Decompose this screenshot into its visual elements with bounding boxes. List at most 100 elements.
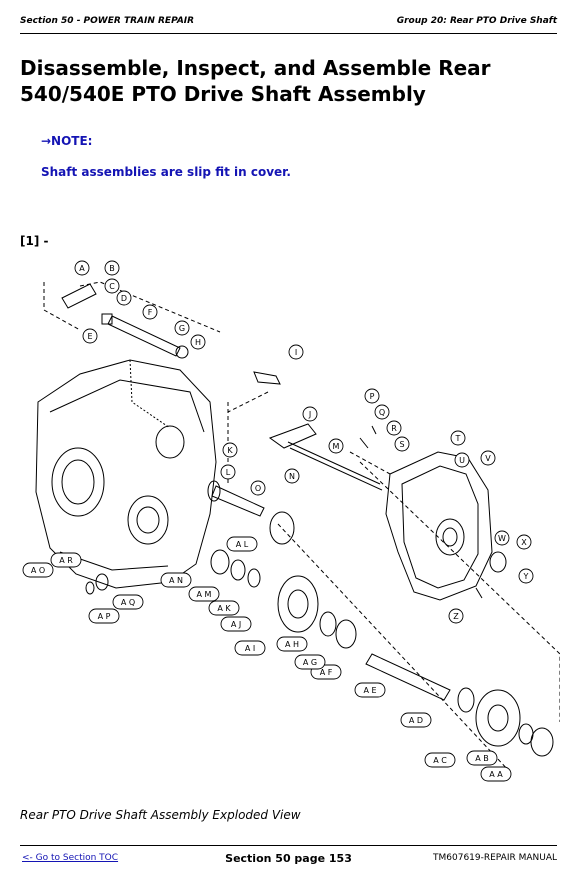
callout-label: A F	[320, 668, 333, 677]
callout-label: Q	[379, 408, 385, 417]
callout-label: C	[109, 282, 115, 291]
callout-g: G	[174, 320, 190, 336]
callout-ar: A R	[50, 552, 82, 568]
callout-x: X	[516, 534, 532, 550]
callout-bubble	[174, 320, 190, 336]
page-number: Section 50 page 153	[225, 852, 352, 865]
callout-c: C	[104, 278, 120, 294]
callout-label: A K	[217, 604, 231, 613]
callout-bubble	[82, 328, 98, 344]
callout-aa: A A	[480, 766, 512, 782]
callout-label: V	[485, 454, 491, 463]
callout-ac: A C	[424, 752, 456, 768]
callout-w: W	[494, 530, 510, 546]
page-title: Disassemble, Inspect, and Assemble Rear …	[20, 56, 491, 106]
callout-o: O	[250, 480, 266, 496]
callout-ad: A D	[400, 712, 432, 728]
callout-bubble	[50, 552, 82, 568]
callout-v: V	[480, 450, 496, 466]
callout-bubble	[466, 750, 498, 766]
callout-e: E	[82, 328, 98, 344]
callout-label: T	[455, 434, 461, 443]
note-heading: →NOTE:	[41, 134, 93, 148]
callout-bubble	[160, 572, 192, 588]
callout-ah: A H	[276, 636, 308, 652]
callout-label: A Q	[121, 598, 135, 607]
step-label: [1] -	[20, 234, 49, 248]
callout-bubble	[386, 420, 402, 436]
callout-label: A D	[409, 716, 423, 725]
callout-label: A L	[236, 540, 249, 549]
callout-label: N	[289, 472, 295, 481]
callout-b: B	[104, 260, 120, 276]
callout-bubble	[188, 586, 220, 602]
callout-ao: A O	[22, 562, 54, 578]
callout-aq: A Q	[112, 594, 144, 610]
callout-bubble	[494, 530, 510, 546]
callout-bubble	[294, 654, 326, 670]
callout-label: A	[79, 264, 85, 273]
section-toc-link[interactable]: <- Go to Section TOC	[22, 853, 119, 863]
header-rule	[20, 33, 557, 34]
callout-t: T	[450, 430, 466, 446]
callout-bubble	[104, 278, 120, 294]
callout-label: B	[109, 264, 115, 273]
callout-label: O	[255, 484, 261, 493]
callout-label: H	[195, 338, 201, 347]
callout-bubble	[400, 712, 432, 728]
callout-bubble	[116, 290, 132, 306]
callout-ab: A B	[466, 750, 498, 766]
callout-bubble	[112, 594, 144, 610]
callout-label: D	[121, 294, 127, 303]
callout-bubble	[480, 766, 512, 782]
callout-bubble	[328, 438, 344, 454]
callout-ae: A E	[354, 682, 386, 698]
callout-m: M	[328, 438, 344, 454]
callout-aj: A J	[220, 616, 252, 632]
callout-bubble	[220, 464, 236, 480]
callout-label: E	[87, 332, 92, 341]
header-section: Section 50 - POWER TRAIN REPAIR	[20, 16, 195, 26]
callout-r: R	[386, 420, 402, 436]
callout-label: S	[399, 440, 404, 449]
callout-bubble	[454, 452, 470, 468]
callout-bubble	[74, 260, 90, 276]
callout-bubble	[518, 568, 534, 584]
callout-label: A R	[59, 556, 73, 565]
callout-f: F	[142, 304, 158, 320]
callout-al: A L	[226, 536, 258, 552]
callout-label: U	[459, 456, 465, 465]
callout-j: J	[302, 406, 318, 422]
callout-bubble	[208, 600, 240, 616]
callout-n: N	[284, 468, 300, 484]
callout-label: K	[227, 446, 233, 455]
callout-label: A B	[475, 754, 489, 763]
callout-label: A A	[489, 770, 503, 779]
callout-bubble	[250, 480, 266, 496]
callout-label: A J	[231, 620, 241, 629]
callout-bubble	[226, 536, 258, 552]
callout-ai: A I	[234, 640, 266, 656]
callout-an: A N	[160, 572, 192, 588]
callout-bubble	[142, 304, 158, 320]
note-text: Shaft assemblies are slip fit in cover.	[41, 165, 291, 179]
footer-rule	[20, 845, 557, 846]
callout-label: Z	[453, 612, 459, 621]
callout-bubble	[374, 404, 390, 420]
callout-bubble	[234, 640, 266, 656]
callout-z: Z	[448, 608, 464, 624]
callout-bubble	[302, 406, 318, 422]
callout-bubble	[276, 636, 308, 652]
header-group: Group 20: Rear PTO Drive Shaft	[396, 16, 557, 26]
callout-label: R	[391, 424, 397, 433]
callout-label: J	[308, 410, 311, 419]
callout-label: A H	[285, 640, 299, 649]
callout-a: A	[74, 260, 90, 276]
callout-bubble	[88, 608, 120, 624]
manual-id: TM607619-REPAIR MANUAL	[433, 853, 557, 863]
callout-bubble	[104, 260, 120, 276]
callout-label: A C	[433, 756, 447, 765]
callout-ak: A K	[208, 600, 240, 616]
callout-label: A M	[197, 590, 212, 599]
